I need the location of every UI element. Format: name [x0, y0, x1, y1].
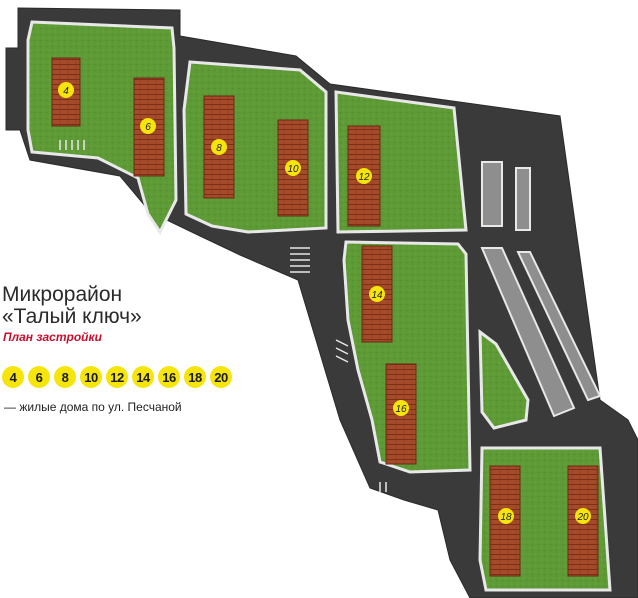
house-label: 8	[216, 143, 222, 154]
title-line-1: Микрорайон	[2, 283, 123, 306]
legend-chip-6: 6	[28, 366, 50, 388]
legend-chip-14: 14	[132, 366, 154, 388]
map-subtitle: План застройки	[3, 330, 102, 344]
house-18[interactable]: 18	[489, 465, 521, 577]
legend-chip-8: 8	[54, 366, 76, 388]
parking-markings	[59, 140, 387, 492]
legend-chip-4: 4	[2, 366, 24, 388]
house-8[interactable]: 8	[203, 95, 235, 199]
legend-chip-12: 12	[106, 366, 128, 388]
house-label: 10	[287, 164, 299, 175]
block-5	[478, 328, 530, 430]
legend-chip-16: 16	[158, 366, 180, 388]
legend-chip-10: 10	[80, 366, 102, 388]
house-label: 6	[145, 122, 151, 133]
house-label: 14	[371, 290, 383, 301]
legend-chip-18: 18	[184, 366, 206, 388]
house-label: 12	[358, 172, 370, 183]
house-20[interactable]: 20	[567, 465, 599, 577]
house-4[interactable]: 4	[51, 57, 81, 127]
house-10[interactable]: 10	[277, 119, 309, 217]
map-title: Микрорайон «Талый ключ»	[2, 284, 142, 328]
house-label: 16	[395, 404, 407, 415]
parking-strips	[480, 161, 602, 418]
house-14[interactable]: 14	[361, 245, 393, 343]
house-label: 4	[63, 86, 69, 97]
legend-house-numbers: 4 6 8 10 12 14 16 18 20	[2, 366, 232, 388]
house-label: 18	[500, 512, 512, 523]
house-12[interactable]: 12	[347, 125, 381, 227]
house-6[interactable]: 6	[133, 77, 165, 177]
legend-chip-20: 20	[210, 366, 232, 388]
title-line-2: «Талый ключ»	[2, 305, 142, 328]
house-16[interactable]: 16	[385, 363, 417, 465]
house-label: 20	[576, 512, 589, 523]
legend-caption: — жилые дома по ул. Песчаной	[4, 400, 182, 414]
